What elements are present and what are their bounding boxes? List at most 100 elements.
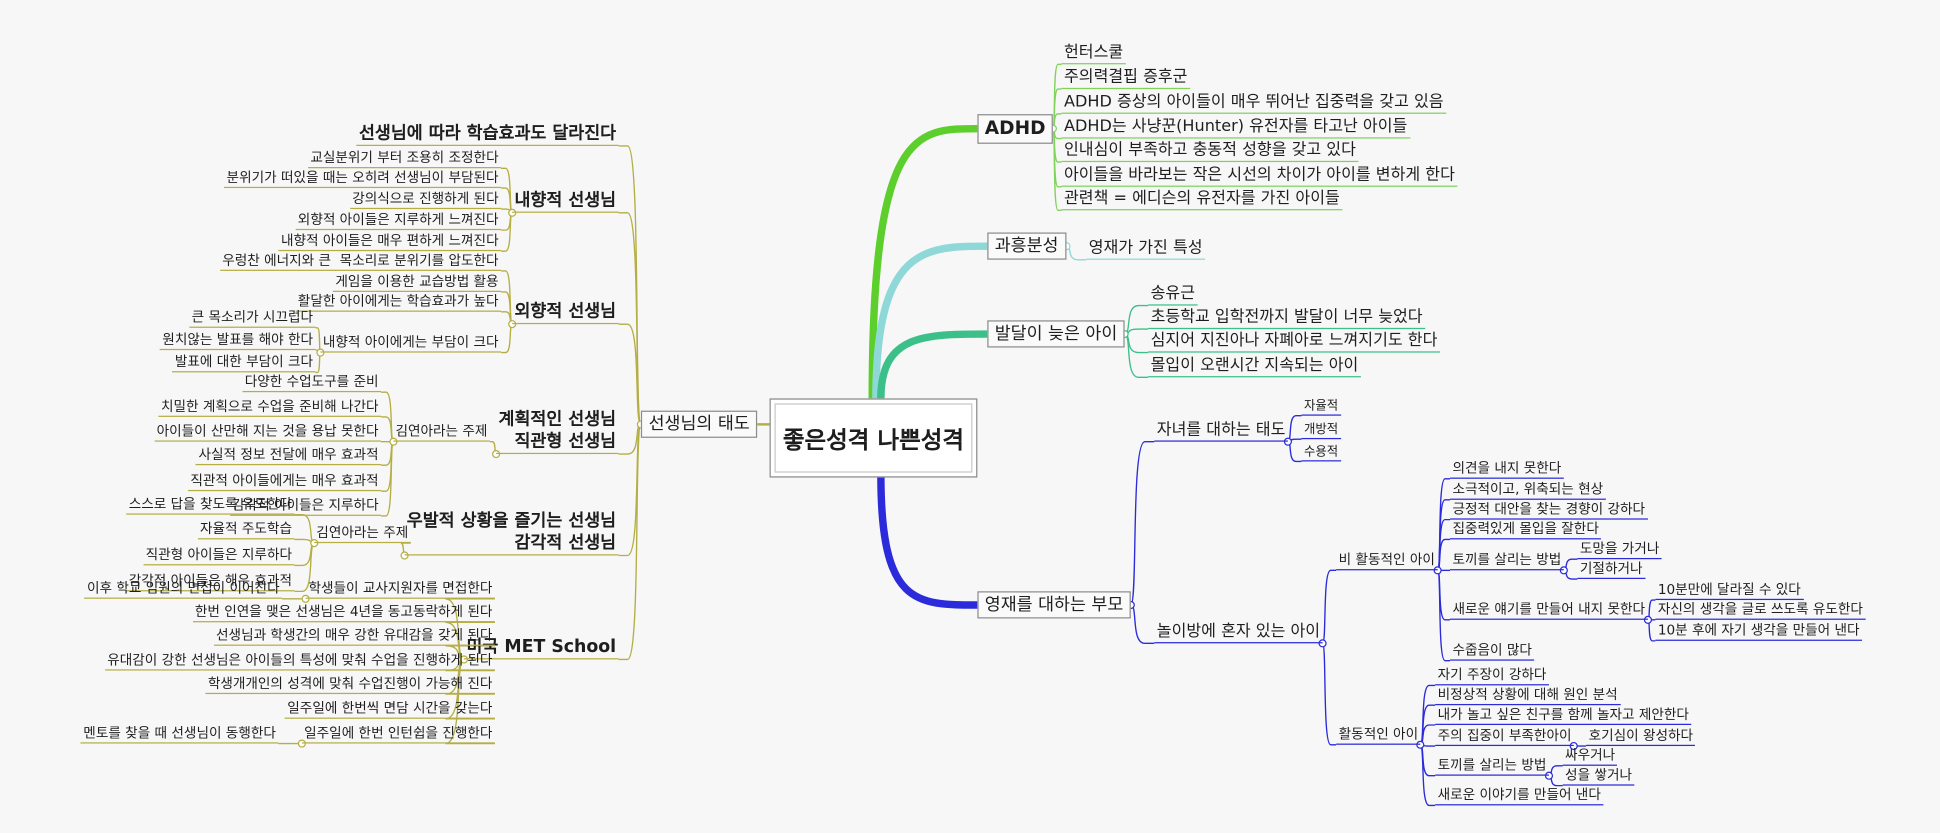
subtopic[interactable]: 우렁찬 에너지와 큰 목소리로 분위기를 압도한다 — [219, 253, 502, 271]
subtopic[interactable]: 사실적 정보 전달에 매우 효과적 — [196, 447, 382, 466]
subtopic[interactable]: 기절하거나 — [1577, 561, 1645, 580]
subtopic[interactable]: 자녀를 대하는 태도 — [1154, 420, 1288, 442]
subtopic[interactable]: 10분 후에 자기 생각을 만들어 낸다 — [1655, 623, 1863, 641]
collapse-toggle-icon[interactable] — [1283, 437, 1293, 446]
subtopic[interactable]: 분위기가 떠있을 때는 오히려 선생님이 부담된다 — [224, 170, 502, 189]
subtopic[interactable]: 다양한 수업도구를 준비 — [242, 374, 382, 393]
collapse-toggle-icon[interactable] — [400, 551, 409, 560]
subtopic[interactable]: 선생님과 학생간의 매우 강한 유대감을 갖게 된다 — [213, 628, 495, 646]
subtopic[interactable]: 활동적인 아이 — [1336, 727, 1421, 745]
subtopic[interactable]: 계획적인 선생님 직관형 선생님 — [496, 410, 619, 455]
subtopic[interactable]: 새로운 얘기를 만들어 내지 못한다 — [1449, 602, 1648, 620]
subtopic[interactable]: 김연아라는 주제 — [313, 525, 411, 544]
subtopic[interactable]: 놀이방에 혼자 있는 아이 — [1154, 622, 1323, 644]
subtopic[interactable]: 수줍음이 많다 — [1449, 642, 1535, 661]
subtopic[interactable]: 토끼를 살리는 방법 — [1435, 757, 1549, 776]
subtopic[interactable]: 자기 주장이 강하다 — [1435, 667, 1549, 686]
subtopic[interactable]: 수용적 — [1301, 445, 1341, 462]
subtopic[interactable]: 주의력결핍 증후군 — [1061, 68, 1190, 90]
subtopic[interactable]: 일주일에 한번 인턴쉽을 진행한다 — [301, 725, 495, 744]
collapse-toggle-icon[interactable] — [508, 320, 517, 329]
subtopic[interactable]: 이후 학교 임원의 면접이 이어진다 — [84, 581, 283, 599]
collapse-toggle-icon[interactable] — [492, 449, 501, 459]
subtopic[interactable]: 스스로 답을 찾도록 유도한다 — [126, 496, 295, 515]
collapse-toggle-icon[interactable] — [1643, 615, 1653, 624]
subtopic[interactable]: 자율적 주도학습 — [197, 521, 295, 540]
subtopic[interactable]: 유대감이 강한 선생님은 아이들의 특성에 맞춰 수업을 진행하게 된다 — [104, 652, 495, 671]
subtopic[interactable]: 토끼를 살리는 방법 — [1449, 552, 1564, 571]
subtopic[interactable]: 직관적 아이들에게는 매우 효과적 — [187, 473, 382, 492]
subtopic[interactable]: 집중력있게 몰입을 잘한다 — [1449, 521, 1602, 540]
subtopic[interactable]: 외향적 선생님 — [512, 301, 619, 325]
subtopic[interactable]: 일주일에 한번씩 면담 시간을 갖는다 — [284, 701, 495, 719]
subtopic[interactable]: 활달한 아이에게는 학습효과가 높다 — [295, 294, 502, 312]
subtopic[interactable]: 게임을 이용한 교습방법 활용 — [332, 274, 502, 292]
main-topic[interactable]: 발달이 늦은 아이 — [987, 320, 1125, 348]
subtopic[interactable]: 소극적이고, 위축되는 현상 — [1449, 482, 1606, 500]
subtopic[interactable]: 내가 놀고 싶은 친구를 함께 놀자고 제안한다 — [1435, 707, 1692, 725]
central-topic[interactable]: 좋은성격 나쁜성격 — [769, 398, 978, 478]
main-topic[interactable]: ADHD — [977, 114, 1053, 144]
subtopic[interactable]: 큰 목소리가 시끄럽다 — [189, 310, 316, 328]
subtopic[interactable]: 학생들이 교사지원자를 면접한다 — [305, 581, 495, 599]
collapse-toggle-icon[interactable] — [297, 739, 306, 748]
subtopic[interactable]: 외향적 아이들은 지루하게 느껴진다 — [295, 212, 502, 231]
subtopic[interactable]: 감각적 아이들은 지루하다 — [229, 498, 382, 516]
subtopic[interactable]: 헌터스쿨 — [1061, 43, 1126, 65]
subtopic[interactable]: 원치않는 발표를 해야 한다 — [159, 332, 316, 351]
subtopic[interactable]: ADHD는 사냥꾼(Hunter) 유전자를 타고난 아이들 — [1061, 117, 1410, 139]
subtopic[interactable]: 교실분위기 부터 조용히 조정한다 — [307, 150, 502, 169]
collapse-toggle-icon[interactable] — [1433, 566, 1442, 575]
subtopic[interactable]: 개방적 — [1301, 423, 1341, 440]
subtopic[interactable]: 한번 인연을 맺은 선생님은 4년을 동고동락하게 된다 — [192, 604, 495, 623]
subtopic[interactable]: 비정상적 상황에 대해 원인 분석 — [1435, 687, 1621, 706]
subtopic[interactable]: 학생개개인의 성격에 맞춰 수업진행이 가능해 진다 — [205, 676, 495, 695]
subtopic[interactable]: 싸우거나 — [1562, 748, 1618, 766]
subtopic[interactable]: 선생님에 따라 학습효과도 달라진다 — [356, 123, 619, 146]
subtopic[interactable]: 직관형 아이들은 지루하다 — [143, 547, 295, 566]
subtopic[interactable]: 도망을 가거나 — [1577, 541, 1662, 560]
subtopic[interactable]: 10분만에 달라질 수 있다 — [1655, 582, 1804, 601]
subtopic[interactable]: 인내심이 부족하고 충동적 성향을 갖고 있다 — [1061, 141, 1359, 163]
subtopic[interactable]: 송유근 — [1148, 284, 1198, 306]
collapse-toggle-icon[interactable] — [316, 348, 325, 357]
subtopic[interactable]: ADHD 증상의 아이들이 매우 뛰어난 집중력을 갖고 있음 — [1061, 92, 1447, 114]
subtopic[interactable]: 호기심이 왕성하다 — [1586, 728, 1696, 747]
subtopic[interactable]: 아이들을 바라보는 작은 시선의 차이가 아이를 변하게 한다 — [1061, 165, 1458, 187]
subtopic[interactable]: 새로운 이야기를 만들어 낸다 — [1435, 787, 1604, 806]
main-topic[interactable]: 영재를 대하는 부모 — [977, 591, 1131, 619]
subtopic[interactable]: 비 활동적인 아이 — [1336, 552, 1438, 571]
subtopic[interactable]: 미국 MET School — [464, 637, 619, 660]
subtopic[interactable]: 영재가 가진 특성 — [1086, 238, 1206, 260]
main-topic[interactable]: 선생님의 태도 — [641, 410, 758, 439]
collapse-toggle-icon[interactable] — [301, 594, 310, 603]
subtopic[interactable]: 감각적 아이들은 해우 효과적 — [126, 573, 295, 592]
subtopic[interactable]: 김연아라는 주제 — [393, 423, 490, 442]
subtopic[interactable]: 내향적 아이들은 매우 편하게 느껴진다 — [278, 233, 502, 252]
collapse-toggle-icon[interactable] — [1569, 741, 1578, 751]
subtopic[interactable]: 심지어 지진아나 자폐아로 느껴지기도 한다 — [1148, 331, 1440, 353]
subtopic[interactable]: 내향적 선생님 — [512, 190, 619, 213]
collapse-toggle-icon[interactable] — [1559, 566, 1568, 575]
subtopic[interactable]: 강의식으로 진행하게 된다 — [349, 191, 502, 210]
collapse-toggle-icon[interactable] — [459, 655, 469, 664]
subtopic[interactable]: 초등학교 입학전까지 발달이 너무 늦었다 — [1148, 308, 1426, 330]
subtopic[interactable]: 자신의 생각을 글로 쓰도록 유도한다 — [1655, 602, 1866, 620]
subtopic[interactable]: 아이들이 산만해 지는 것을 용납 못한다 — [154, 423, 382, 442]
collapse-toggle-icon[interactable] — [389, 437, 398, 446]
collapse-toggle-icon[interactable] — [1544, 771, 1554, 780]
subtopic[interactable]: 주의 집중이 부족한아이 — [1435, 728, 1574, 747]
main-topic[interactable]: 과흥분성 — [987, 232, 1066, 260]
collapse-toggle-icon[interactable] — [310, 539, 319, 548]
subtopic[interactable]: 관련책 = 에디슨의 유전자를 가진 아이들 — [1061, 189, 1343, 211]
subtopic[interactable]: 성을 쌓거나 — [1562, 767, 1635, 786]
subtopic[interactable]: 자율적 — [1301, 399, 1341, 416]
subtopic[interactable]: 치밀한 계획으로 수업을 준비해 나간다 — [158, 399, 382, 417]
subtopic[interactable]: 몰입이 오랜시간 지속되는 아이 — [1148, 356, 1361, 378]
subtopic[interactable]: 우발적 상황을 즐기는 선생님 감각적 선생님 — [404, 511, 619, 556]
subtopic[interactable]: 멘토를 찾을 때 선생님이 동행한다 — [80, 725, 279, 744]
subtopic[interactable]: 긍정적 대안을 찾는 경향이 강하다 — [1449, 501, 1648, 520]
subtopic[interactable]: 의견을 내지 못한다 — [1449, 461, 1564, 479]
collapse-toggle-icon[interactable] — [1318, 639, 1327, 648]
subtopic[interactable]: 내향적 아이에게는 부담이 크다 — [320, 334, 502, 353]
